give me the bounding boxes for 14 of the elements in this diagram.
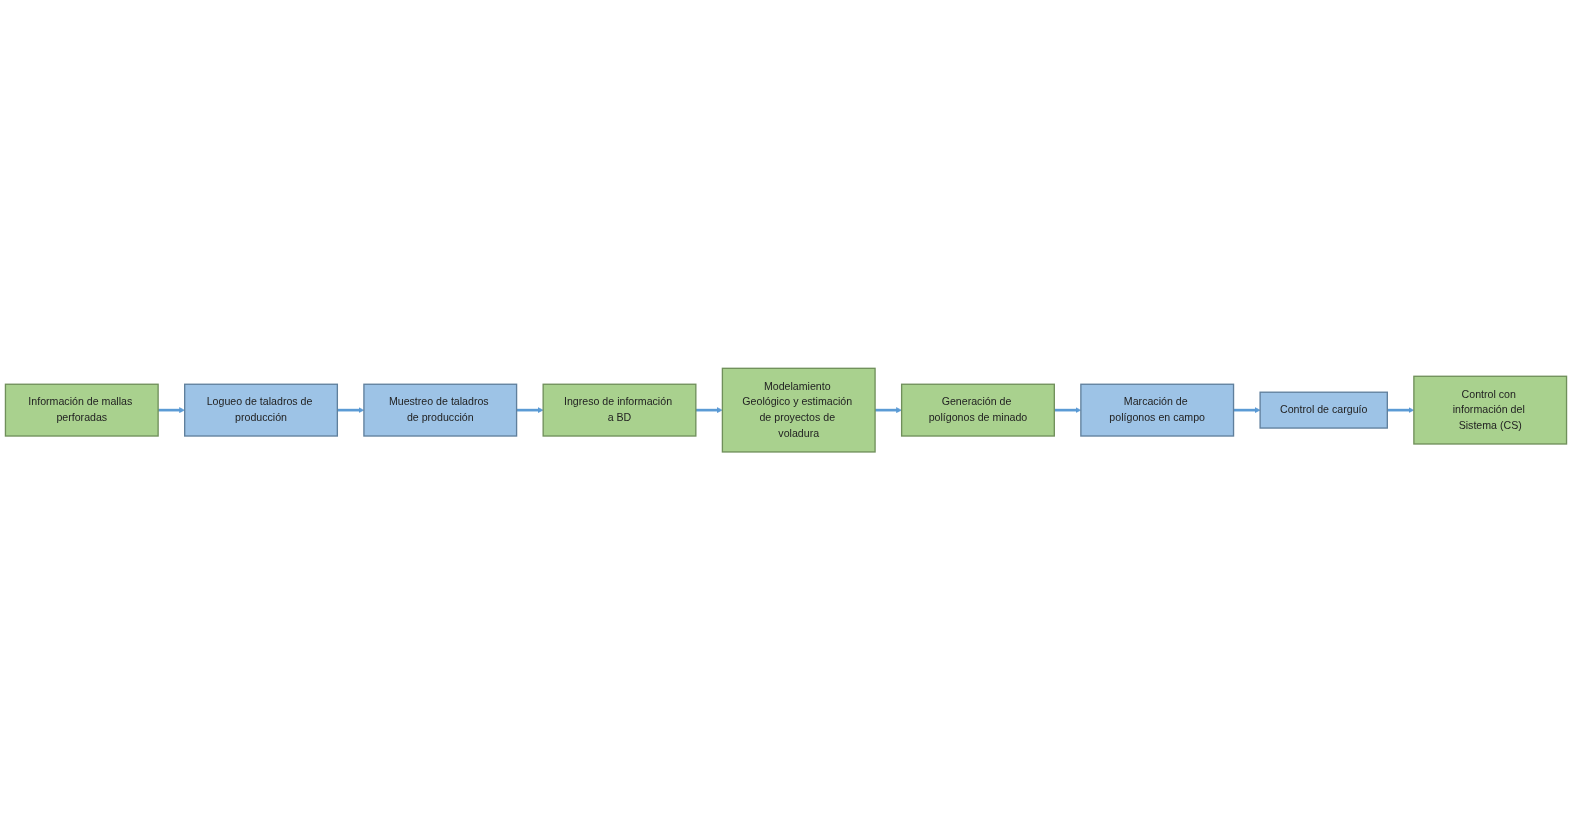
node-box: Generación de polígonos de minado	[900, 383, 1055, 437]
node-box: Modelamiento Geológico y estimación de proyectos de voladura	[721, 367, 876, 453]
node-box: Control de carguío	[1259, 391, 1388, 429]
node-box: Muestreo de taladros de producción	[363, 383, 518, 437]
node-box: Control con información del Sistema (CS)	[1413, 375, 1568, 445]
arrow	[695, 407, 723, 413]
arrow	[516, 407, 544, 413]
node-box: Logueo de taladros de producción	[184, 383, 339, 437]
arrow	[158, 407, 185, 413]
arrow	[1233, 407, 1261, 413]
node-box: Ingreso de información a BD	[542, 383, 697, 437]
node-box: Información de mallas perforadas	[4, 383, 159, 437]
arrow	[875, 407, 902, 413]
node-box: Marcación de polígonos en campo	[1080, 383, 1235, 437]
